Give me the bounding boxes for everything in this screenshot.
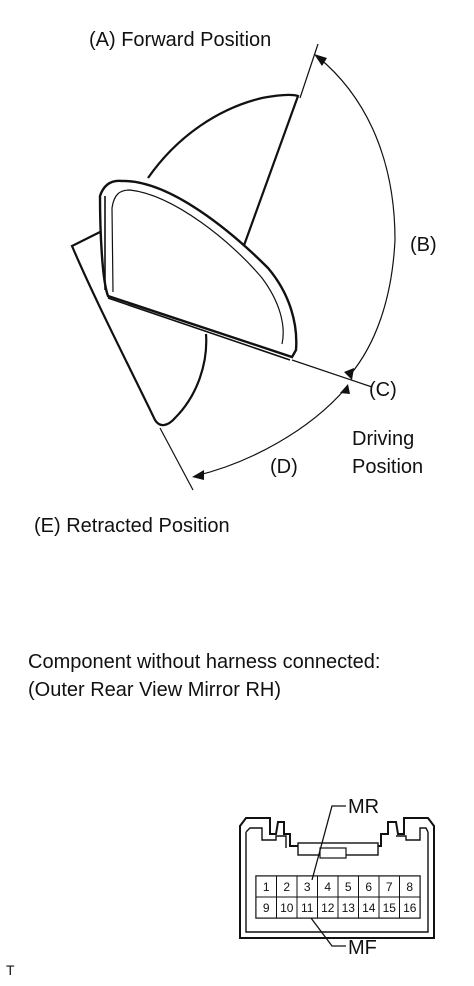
pin-cell: [399, 896, 421, 919]
connector-latch: [319, 847, 347, 859]
pin-label: 6: [365, 880, 372, 894]
pin-label: 7: [386, 880, 393, 894]
pin-label: 14: [362, 901, 376, 915]
connector-inner-outline: [245, 827, 429, 933]
arc-d: [194, 387, 347, 477]
component-heading-line2: (Outer Rear View Mirror RH): [28, 679, 281, 701]
pin-label: 16: [403, 901, 417, 915]
pin-label: 3: [304, 880, 311, 894]
pin-label: 9: [263, 901, 270, 915]
pin-label: 11: [301, 901, 314, 915]
label-c: (C): [369, 379, 397, 401]
label-forward-position: (A) Forward Position: [89, 29, 272, 51]
arc-b: [317, 56, 396, 376]
pin-label: 2: [283, 880, 290, 894]
forward-reference-line: [299, 43, 319, 99]
pin-label: 4: [324, 880, 331, 894]
label-mr: MR: [348, 796, 380, 818]
mirror-edge: [104, 196, 291, 361]
arc-b-end-arrowhead: [344, 368, 354, 380]
label-retracted-position: (E) Retracted Position: [34, 515, 230, 537]
arc-d-arrowhead: [192, 470, 204, 480]
component-heading-line1: Component without harness connected:: [28, 651, 381, 673]
footer-mark: T: [6, 962, 15, 978]
label-mf: MF: [348, 937, 377, 959]
pin-label: 5: [345, 880, 352, 894]
driving-reference-line: [291, 359, 373, 388]
arc-b-arrowhead: [314, 54, 327, 66]
mirror-housing: [98, 179, 298, 359]
pin-label: 1: [263, 880, 270, 894]
label-driving-line2: Position: [352, 456, 424, 478]
pin-label: 8: [406, 880, 413, 894]
label-d: (D): [270, 456, 298, 478]
pin-label: 13: [342, 901, 356, 915]
forward-position-outline: [147, 93, 300, 263]
label-b: (B): [410, 234, 437, 256]
arc-d-start-arrowhead: [340, 384, 350, 394]
pin-label: 12: [321, 901, 335, 915]
retracted-reference-line: [159, 427, 194, 491]
label-driving-line1: Driving: [352, 428, 415, 450]
mf-leader-line: [310, 917, 346, 947]
mr-leader-line: [311, 805, 346, 881]
pin-label: 15: [383, 901, 397, 915]
retracted-position-outline: [70, 231, 208, 427]
pin-label: 10: [280, 901, 294, 915]
mirror-glass: [111, 189, 284, 345]
